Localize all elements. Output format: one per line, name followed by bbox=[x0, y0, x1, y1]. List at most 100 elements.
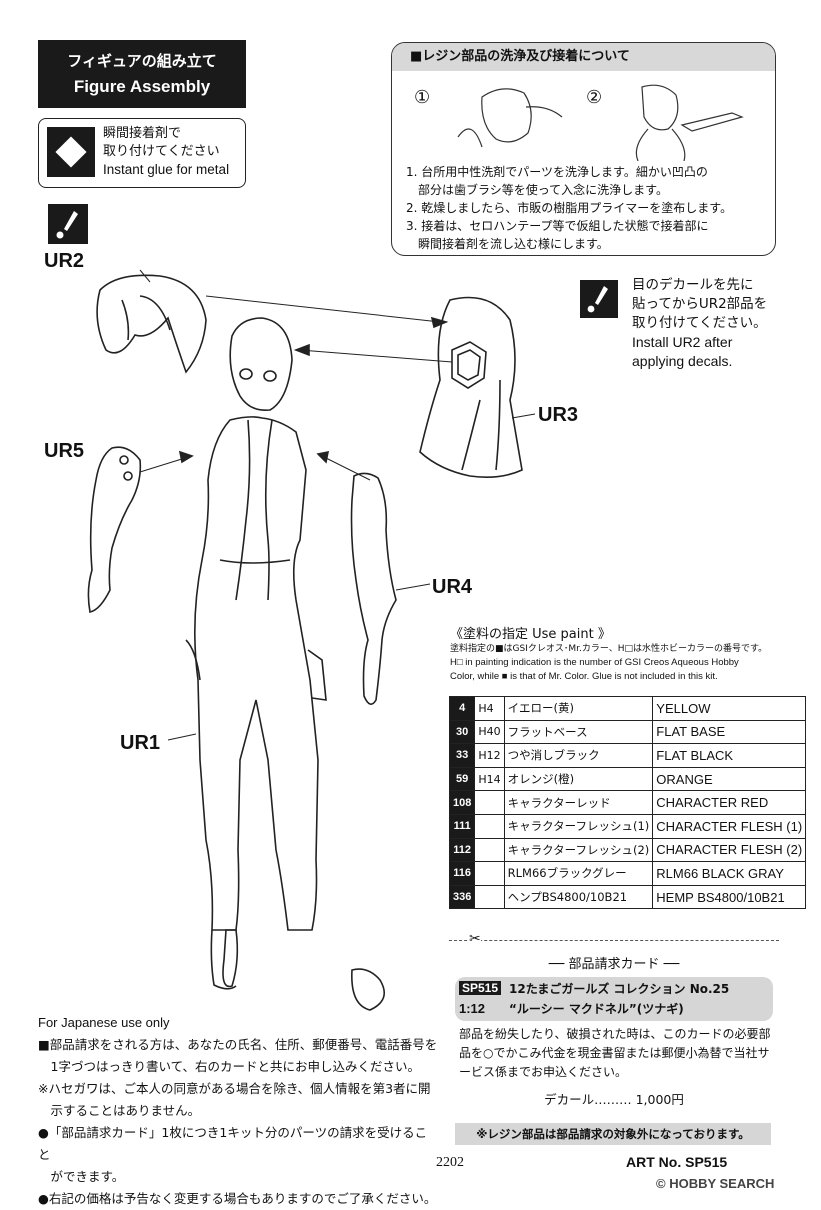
card-decal-price: デカール……… 1,000円 bbox=[544, 1092, 684, 1107]
glue-line3: Instant glue for metal bbox=[103, 162, 230, 177]
paint-h-code bbox=[474, 813, 505, 839]
paint-row: 111 キャラクターフレッシュ(1)CHARACTER FLESH (1) bbox=[448, 813, 807, 839]
label-ur5: UR5 bbox=[44, 440, 85, 462]
card-product: SP515 1:12 12たまごガールズ コレクション No.25 “ルーシー … bbox=[455, 977, 773, 1021]
japan-use-section: For Japanese use only ■部品請求をされる方は、あなたの氏名… bbox=[38, 1012, 438, 1210]
paint-number: 30 bbox=[448, 719, 476, 745]
decal-en2: applying decals. bbox=[632, 353, 733, 369]
resin-line-2: 部分は歯ブラシ等を使って入念に洗浄します。 bbox=[418, 183, 668, 197]
glue-line1: 瞬間接着剤で bbox=[103, 126, 182, 141]
paint-h-code: H4 bbox=[474, 696, 505, 721]
card-body: 部品を紛失したり、破損された時は、このカードの必要部品を○でかこみ代金を現金書留… bbox=[459, 1027, 771, 1079]
resin-illustration bbox=[457, 84, 744, 161]
japan-use-line-2: 1字づつはっきり書いて、右のカードと共にお申し込みください。 bbox=[38, 1059, 420, 1074]
paint-name-jp: RLM66ブラックグレー bbox=[503, 861, 654, 886]
watermark: © HOBBY SEARCH bbox=[656, 1176, 775, 1191]
paint-h-code: H40 bbox=[474, 719, 505, 745]
scissors-icon: ✂ bbox=[469, 931, 481, 947]
card-note: ※レジン部品は部品請求の対象外になっております。 bbox=[455, 1123, 771, 1145]
decal-jp1: 目のデカールを先に bbox=[632, 277, 754, 293]
paint-number: 108 bbox=[448, 790, 476, 815]
resin-line-3: 2. 乾燥しましたら、市販の樹脂用プライマーを塗布します。 bbox=[406, 201, 733, 215]
footer-code: 2202 bbox=[436, 1155, 464, 1170]
paint-h-code: H12 bbox=[474, 743, 505, 768]
title-jp: フィギュアの組み立て bbox=[67, 52, 217, 70]
glue-diamond-icon bbox=[47, 127, 95, 177]
paint-number: 4 bbox=[448, 696, 476, 721]
paint-name-jp: キャラクターフレッシュ(2) bbox=[503, 837, 654, 863]
decal-jp2: 貼ってからUR2部品を bbox=[632, 296, 768, 312]
paint-note: 塗料指定の■はGSIクレオス･Mr.カラー、H□は水性ホビーカラーの番号です。 … bbox=[450, 642, 790, 684]
section-title: フィギュアの組み立て Figure Assembly bbox=[38, 40, 246, 108]
paint-number: 116 bbox=[448, 861, 476, 886]
card-scale: 1:12 bbox=[459, 1001, 486, 1016]
paint-number: 111 bbox=[448, 813, 476, 839]
paint-name-jp: オレンジ(橙) bbox=[503, 766, 654, 792]
paint-number: 33 bbox=[448, 743, 476, 768]
japan-use-line-1: ■部品請求をされる方は、あなたの氏名、住所、郵便番号、電話番号を bbox=[38, 1037, 438, 1052]
exclamation-icon bbox=[580, 280, 618, 318]
footer-art-number: ART No. SP515 bbox=[626, 1154, 728, 1170]
japan-use-line-4: 示することはありません。 bbox=[38, 1103, 201, 1118]
resin-line-5: 瞬間接着剤を流し込む様にします。 bbox=[418, 237, 609, 251]
label-ur4: UR4 bbox=[432, 576, 473, 598]
paint-h-code: H14 bbox=[474, 766, 505, 792]
glue-line2: 取り付けてください bbox=[103, 144, 220, 159]
paint-name-en: FLAT BASE bbox=[652, 719, 807, 745]
exclamation-icon bbox=[48, 204, 88, 244]
resin-line-1: 1. 台所用中性洗剤でパーツを洗浄します。細かい凹凸の bbox=[406, 165, 708, 179]
label-ur2: UR2 bbox=[44, 250, 85, 272]
paint-name-jp: イエロー(黄) bbox=[503, 696, 654, 721]
japan-use-line-7: ●右記の価格は予告なく変更する場合もありますのでご了承ください。 bbox=[38, 1191, 437, 1206]
japan-use-line-3: ※ハセガワは、ご本人の同意がある場合を除き、個人情報を第3者に開 bbox=[38, 1081, 431, 1096]
card-code: SP515 bbox=[459, 981, 502, 995]
paint-note-en1: H□ in painting indication is the number … bbox=[450, 657, 739, 668]
card-product-2: “ルーシー マクドネル”(ツナギ) bbox=[509, 1002, 684, 1016]
parts-request-card: ✂ ── 部品請求カード ── SP515 1:12 12たまごガールズ コレク… bbox=[449, 931, 779, 1149]
decal-jp3: 取り付けてください。 bbox=[632, 315, 767, 331]
paint-h-code bbox=[474, 884, 505, 910]
paint-h-code bbox=[474, 790, 505, 815]
resin-heading: ■レジン部品の洗浄及び接着について bbox=[392, 43, 775, 71]
paint-name-en: CHARACTER FLESH (1) bbox=[652, 813, 807, 839]
decal-note: 目のデカールを先に 貼ってからUR2部品を 取り付けてください。 Install… bbox=[632, 276, 821, 371]
label-ur3: UR3 bbox=[538, 404, 579, 426]
paint-name-en: CHARACTER FLESH (2) bbox=[652, 837, 807, 863]
label-ur1: UR1 bbox=[120, 732, 161, 754]
paint-name-jp: フラットベース bbox=[503, 719, 654, 745]
paint-note-en2: Color, while ■ is that of Mr. Color. Glu… bbox=[450, 671, 718, 682]
paint-name-en: ORANGE bbox=[652, 766, 807, 792]
paint-h-code bbox=[474, 861, 505, 886]
paint-number: 336 bbox=[448, 884, 476, 910]
paint-name-jp: キャラクターフレッシュ(1) bbox=[503, 813, 654, 839]
paint-name-en: YELLOW bbox=[652, 696, 807, 721]
paint-name-jp: キャラクターレッド bbox=[503, 790, 654, 815]
card-title: ── 部品請求カード ── bbox=[548, 957, 680, 972]
resin-step-1: ① bbox=[414, 87, 431, 108]
resin-line-4: 3. 接着は、セロハンテープ等で仮組した状態で接着部に bbox=[406, 219, 709, 233]
glue-note: 瞬間接着剤で 取り付けてください Instant glue for metal bbox=[38, 118, 246, 188]
japan-use-line-6: ができます。 bbox=[38, 1169, 125, 1184]
resin-instructions: ■レジン部品の洗浄及び接着について ① ② 1. 台所用中性洗剤でパーツを洗浄し… bbox=[391, 42, 776, 256]
paint-number: 59 bbox=[448, 766, 476, 792]
paint-name-jp: ヘンプBS4800/10B21 bbox=[503, 884, 654, 910]
resin-step-2: ② bbox=[586, 87, 603, 108]
japan-use-line-5: ●「部品請求カード」1枚につき1キット分のパーツの請求を受けること bbox=[38, 1125, 428, 1162]
decal-en1: Install UR2 after bbox=[632, 334, 733, 350]
title-en: Figure Assembly bbox=[73, 77, 211, 96]
paint-note-jp: 塗料指定の■はGSIクレオス･Mr.カラー、H□は水性ホビーカラーの番号です。 bbox=[450, 644, 768, 654]
paint-name-en: FLAT BLACK bbox=[652, 743, 807, 768]
paint-name-en: HEMP BS4800/10B21 bbox=[652, 884, 807, 910]
paint-name-en: CHARACTER RED bbox=[652, 790, 807, 815]
paint-heading: 《塗料の指定 Use paint 》 bbox=[450, 627, 611, 642]
paint-h-code bbox=[474, 837, 505, 863]
japan-use-title: For Japanese use only bbox=[38, 1015, 170, 1030]
